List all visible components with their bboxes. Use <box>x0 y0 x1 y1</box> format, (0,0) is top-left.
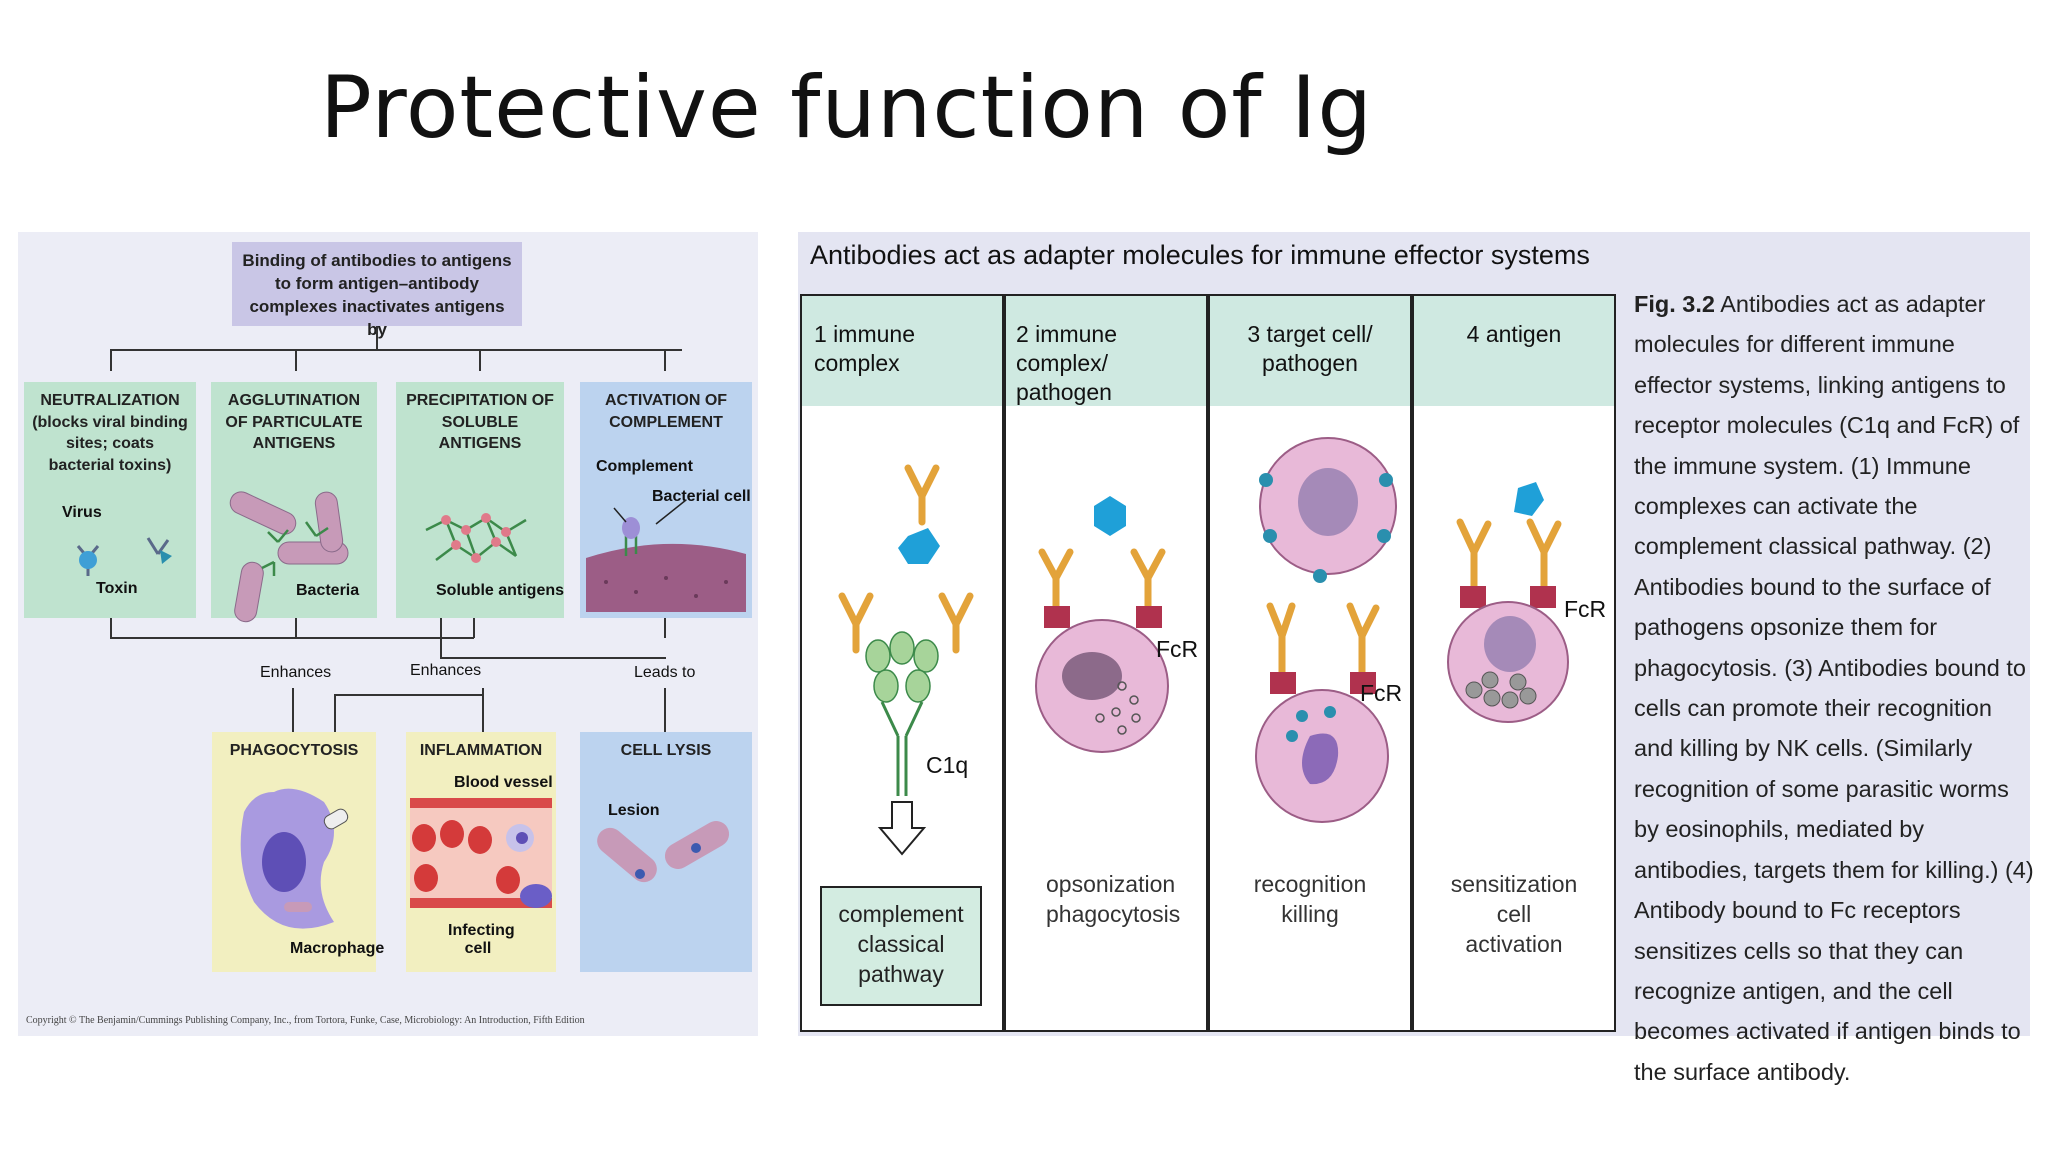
complement-title: ACTIVATION OF COMPLEMENT <box>604 392 728 431</box>
connector-line <box>479 349 481 371</box>
c1q-label: C1q <box>926 752 969 778</box>
connector-line <box>110 349 682 351</box>
column-pathogen: 2 immune complex/ pathogen FcR opsonizat… <box>1004 294 1208 1032</box>
column-target-cell: 3 target cell/ pathogen FcR recognition … <box>1208 294 1412 1032</box>
connector-line <box>473 618 475 638</box>
connector-line <box>440 657 666 659</box>
enhances-label-2: Enhances <box>410 662 482 679</box>
connector-line <box>110 349 112 371</box>
complement-illustration <box>586 499 746 612</box>
complement-pathway-box: complement classical pathway <box>820 886 982 1006</box>
neutralization-title: NEUTRALIZATION (blocks viral binding sit… <box>32 392 188 474</box>
right-figure: Antibodies act as adapter molecules for … <box>798 232 2034 1085</box>
figure-caption-text: Antibodies act as adapter molecules for … <box>1634 291 2034 1085</box>
connector-line <box>376 326 378 350</box>
macrophage-illustration <box>240 788 349 929</box>
precipitation-box: PRECIPITATION OF SOLUBLE ANTIGENS <box>396 382 564 618</box>
cell-lysis-illustration <box>597 821 730 883</box>
lesion-label: Lesion <box>608 802 660 819</box>
connector-line <box>295 618 297 638</box>
connector-line <box>664 688 666 736</box>
opsonization-illustration <box>1035 496 1169 753</box>
column-caption: recognition killing <box>1253 871 1367 927</box>
connector-line <box>110 618 112 638</box>
fcr-label: FcR <box>1360 680 1403 706</box>
column-antigen: 4 antigen FcR sensitization cell activat… <box>1412 294 1616 1032</box>
top-box: Binding of antibodies to antigens to for… <box>232 242 522 339</box>
enhances-label-1: Enhances <box>260 664 332 681</box>
virus-toxin-illustration <box>76 537 172 576</box>
connector-line <box>110 637 474 639</box>
soluble-antigens-label: Soluble antigens <box>436 582 565 599</box>
column-immune-complex: 1 immune complex C1q complement classica… <box>800 294 1004 1032</box>
figure-title: Antibodies act as adapter molecules for … <box>810 240 1590 270</box>
connector-line <box>292 688 294 736</box>
column-header: 1 immune complex <box>802 296 1002 406</box>
blood-vessel-label: Blood vessel <box>454 774 553 791</box>
recognition-illustration <box>1255 437 1397 823</box>
neutralization-box: NEUTRALIZATION (blocks viral binding sit… <box>24 382 196 618</box>
column-header: 2 immune complex/ pathogen <box>1006 296 1206 406</box>
complement-label: Complement <box>596 458 693 475</box>
precipitation-title: PRECIPITATION OF SOLUBLE ANTIGENS <box>406 392 554 453</box>
toxin-label: Toxin <box>96 580 138 597</box>
connector-line <box>664 618 666 638</box>
left-figure: Binding of antibodies to antigens to for… <box>18 232 758 1036</box>
connector-line <box>334 694 336 734</box>
figure-label: Fig. 3.2 <box>1634 291 1715 317</box>
virus-label: Virus <box>62 504 102 521</box>
cell-lysis-title: CELL LYSIS <box>620 742 712 759</box>
slide-title: Protective function of Ig <box>320 58 1373 158</box>
agglutination-title: AGGLUTINATION OF PARTICULATE ANTIGENS <box>225 392 363 453</box>
column-header: 4 antigen <box>1414 296 1614 406</box>
column-caption: opsonization phagocytosis <box>1046 871 1181 927</box>
connector-line <box>664 349 666 371</box>
bacterial-cell-label: Bacterial cell <box>652 488 751 505</box>
sensitization-illustration <box>1447 482 1569 723</box>
column-caption: sensitization cell activation <box>1450 871 1578 957</box>
leads-to-label: Leads to <box>634 664 696 681</box>
phagocytosis-title: PHAGOCYTOSIS <box>229 742 359 759</box>
connector-line <box>482 688 484 736</box>
figure-caption: Fig. 3.2 Antibodies act as adapter molec… <box>1634 284 2034 1092</box>
inflammation-title: INFLAMMATION <box>419 742 543 759</box>
column-header: 3 target cell/ pathogen <box>1210 296 1410 406</box>
bacteria-illustration <box>229 491 349 623</box>
inflammation-illustration <box>410 798 552 908</box>
connector-line <box>440 618 442 658</box>
infecting-cell-label: Infecting cell <box>448 922 515 957</box>
fcr-label: FcR <box>1156 636 1199 662</box>
immune-complex-illustration <box>838 464 974 856</box>
bacteria-label: Bacteria <box>296 582 360 599</box>
macrophage-label: Macrophage <box>290 940 385 957</box>
copyright: Copyright © The Benjamin/Cummings Publis… <box>26 1015 585 1026</box>
connector-line <box>334 694 484 696</box>
precipitation-illustration <box>425 513 527 563</box>
connector-line <box>295 349 297 371</box>
fcr-label: FcR <box>1564 596 1607 622</box>
